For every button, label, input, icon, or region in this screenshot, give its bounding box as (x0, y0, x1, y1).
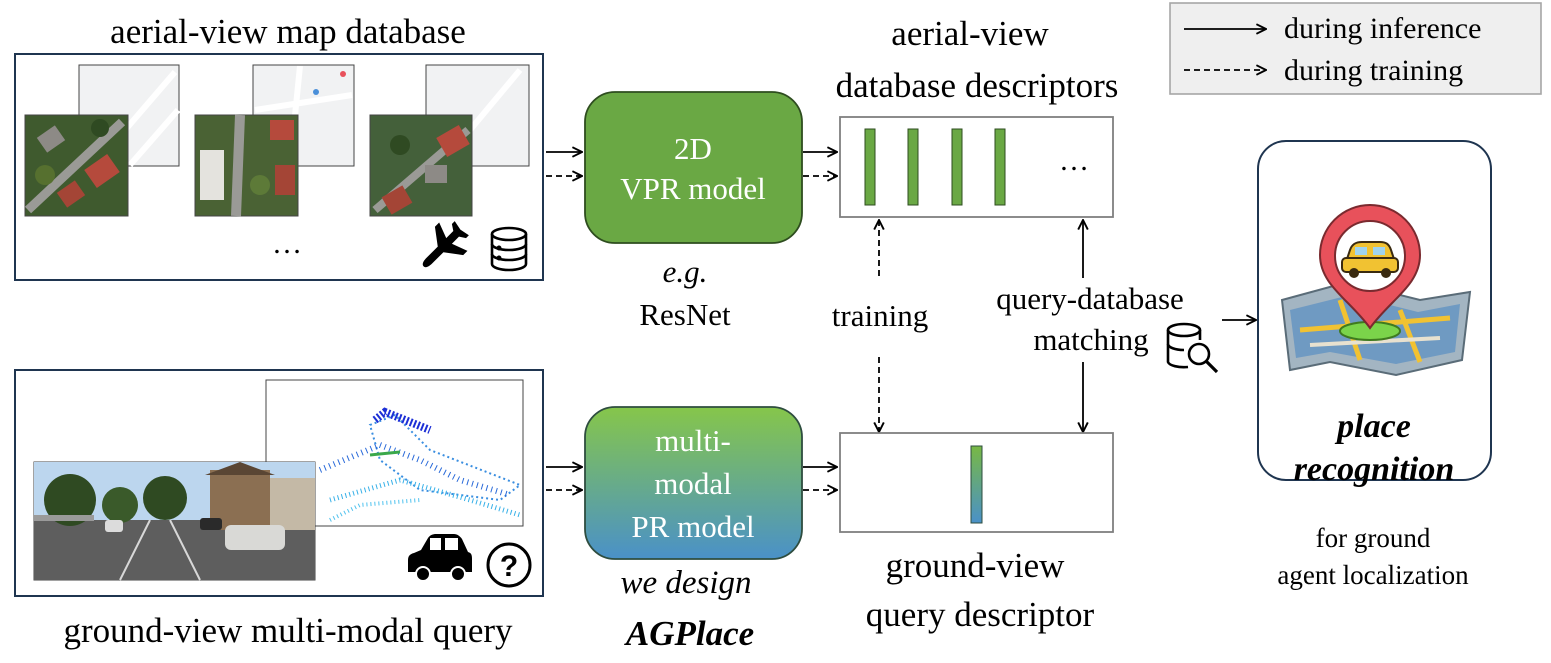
matching-label-line1: query-database (996, 281, 1184, 316)
legend-inference-label: during inference (1284, 12, 1481, 45)
street-photo (33, 461, 316, 581)
question-icon: ? (486, 542, 532, 588)
database-descriptor-bar (864, 128, 876, 206)
map-pin-icon (1280, 204, 1472, 377)
database-descriptor-bar (951, 128, 963, 206)
query-descriptor-bar (970, 445, 983, 524)
vpr-model-box (584, 91, 803, 244)
aerial-database-title: aerial-view map database (110, 12, 466, 51)
training-label: training (832, 298, 928, 333)
pr-model-label-line1: multi- (655, 423, 731, 458)
aerial-road (24, 118, 126, 214)
place-recognition-sub-line2: agent localization (1277, 560, 1469, 590)
database-descriptor-bar (994, 128, 1006, 206)
place-recognition-sub-line1: for ground (1316, 523, 1431, 553)
database-search-icon (1166, 322, 1219, 374)
legend-training-label: during training (1284, 54, 1463, 87)
matching-label-line2: matching (1033, 322, 1148, 357)
pr-model-note-line2: AGPlace (624, 614, 754, 653)
database-descriptors-title-line2: database descriptors (836, 66, 1119, 105)
database-icon (490, 226, 528, 272)
query-descriptor-title-line1: ground-view (886, 546, 1066, 585)
pr-model-box (584, 406, 803, 560)
vpr-model-note-line1: e.g. (663, 254, 708, 289)
vpr-model-label-line1: 2D (674, 131, 712, 166)
query-descriptor-title-line2: query descriptor (866, 595, 1095, 634)
car-icon (408, 534, 472, 582)
aerial-database-ellipsis: … (272, 227, 302, 260)
aerial-tile-group-2 (194, 64, 355, 217)
pr-model-label-line3: PR model (631, 509, 754, 544)
ground-query-title: ground-view multi-modal query (63, 611, 513, 650)
aerial-tile-group-3 (369, 64, 530, 217)
place-recognition-label-line1: place (1334, 408, 1411, 445)
aerial-tile-group-1 (24, 64, 181, 217)
svg-text:?: ? (500, 550, 518, 583)
legend-box (1169, 2, 1542, 95)
database-descriptors-box (839, 116, 1114, 218)
place-recognition-label-line2: recognition (1294, 451, 1455, 488)
database-descriptor-bar (907, 128, 919, 206)
vpr-model-label-line2: VPR model (620, 171, 766, 206)
vpr-model-note-line2: ResNet (639, 297, 731, 332)
airplane-icon (422, 221, 469, 268)
pr-model-note-line1: we design (620, 565, 751, 601)
pr-model-label-line2: modal (654, 466, 732, 501)
database-descriptors-title-line1: aerial-view (891, 14, 1049, 53)
database-descriptors-ellipsis: … (1059, 144, 1089, 177)
